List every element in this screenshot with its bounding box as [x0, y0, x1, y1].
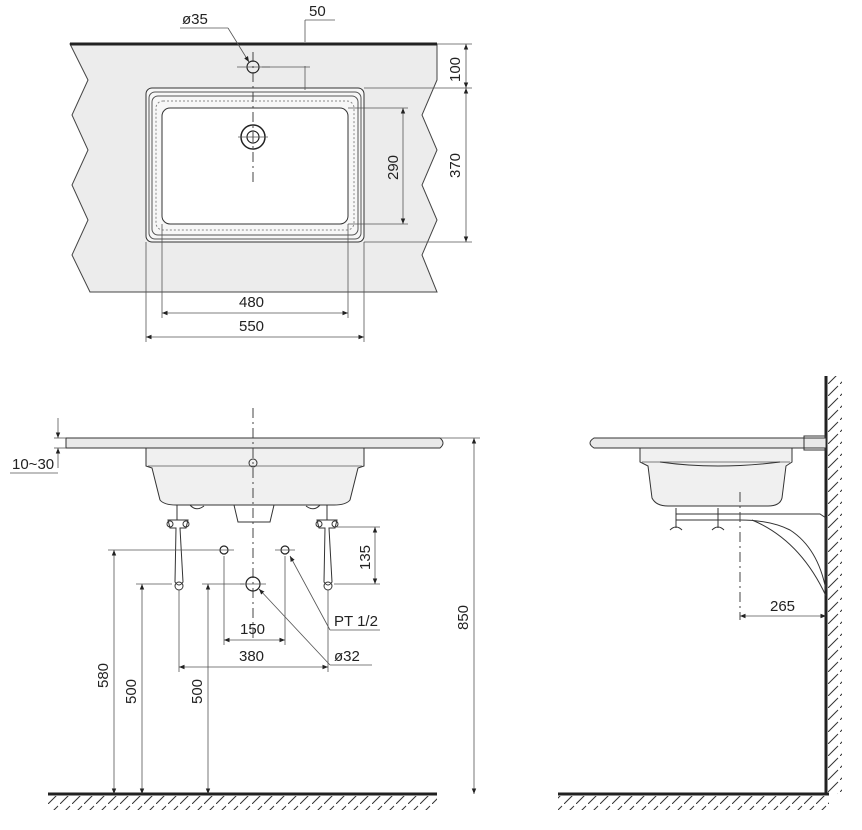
- basin-side: [639, 447, 793, 507]
- drain-outlet-front: [233, 504, 275, 523]
- floor-hatch-side: [558, 796, 829, 810]
- drain-plan: [238, 124, 268, 150]
- dim-hole-diameter: ø35: [182, 11, 208, 28]
- side-view: 265: [558, 376, 842, 810]
- dim-drain-from-wall: 265: [770, 598, 795, 615]
- supply-hole-right: [275, 545, 295, 555]
- dim-counter-height: 850: [455, 605, 472, 630]
- countertop-side: [589, 437, 827, 449]
- dim-supply-spacing: 150: [240, 621, 265, 638]
- floor-hatch-front: [48, 796, 437, 810]
- dim-pipe-thread: PT 1/2: [334, 613, 378, 630]
- top-view: ø35 50 100 370 290 480 550: [69, 3, 472, 342]
- bracket-right: [315, 505, 339, 591]
- front-view: 10~30 850 135 PT 1/2 ø32 150 380 580: [10, 408, 480, 810]
- dim-bracket-spacing-h: 380: [239, 648, 264, 665]
- dim-overall-depth: 370: [447, 153, 464, 178]
- dim-overall-width: 550: [239, 318, 264, 335]
- dim-bracket-height: 500: [123, 679, 140, 704]
- dim-hole-offset: 50: [309, 3, 326, 20]
- basin-plan: [145, 87, 365, 243]
- wall-hatch: [828, 376, 842, 794]
- bracket-side: [669, 508, 827, 597]
- dim-drain-height: 500: [189, 679, 206, 704]
- dim-bowl-depth: 290: [385, 155, 402, 180]
- basin-front: [145, 447, 365, 506]
- dim-bowl-width: 480: [239, 294, 264, 311]
- dim-counter-thickness: 10~30: [12, 456, 54, 473]
- supply-hole-left: [214, 545, 234, 555]
- countertop-front: [65, 437, 444, 449]
- dim-setback: 100: [447, 57, 464, 82]
- dim-bracket-spacing-v: 135: [357, 545, 374, 570]
- dim-supply-height: 580: [95, 663, 112, 688]
- dim-drain-diameter: ø32: [334, 648, 360, 665]
- bracket-left: [166, 505, 190, 591]
- drain-hole-wall: [240, 576, 266, 592]
